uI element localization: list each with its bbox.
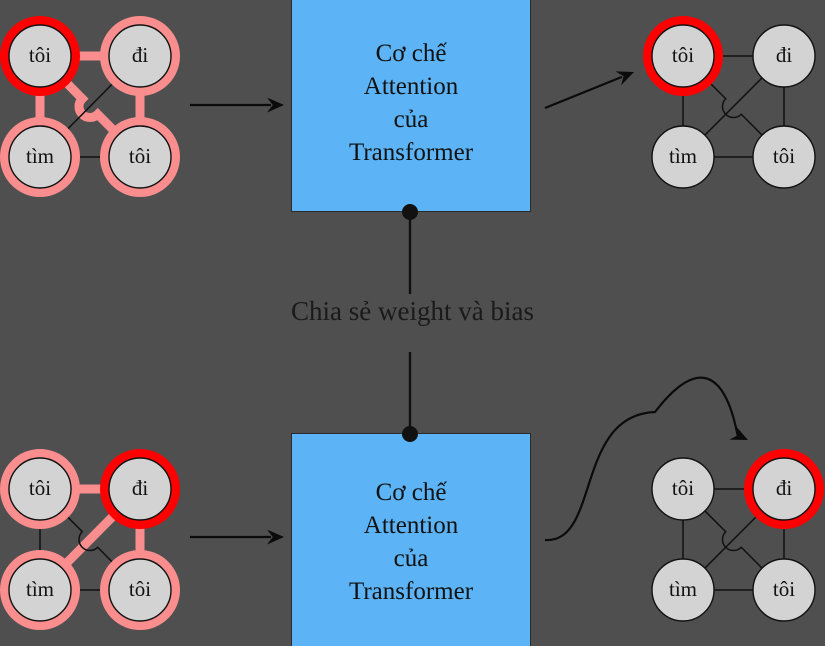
node-output-bottom-bl[interactable]: tìm: [651, 558, 715, 622]
arrow-out-top-path: [544, 75, 623, 110]
arrow-in-top-head: [267, 97, 284, 113]
node-label-output-bottom-bl: tìm: [669, 577, 697, 601]
edge-tr-bl: [703, 76, 764, 137]
node-input-top-tl[interactable]: tôi: [0, 16, 80, 96]
arrow-out-bottom-head: [729, 426, 748, 440]
node-label-input-bottom-bl: tìm: [26, 577, 54, 601]
node-input-bottom-bl[interactable]: tìm: [8, 558, 72, 622]
node-label-input-bottom-tr: đi: [132, 476, 149, 500]
node-circle-input-bottom-tr[interactable]: [108, 457, 172, 521]
node-circle-output-bottom-tl[interactable]: [651, 457, 715, 521]
connector-dot-top: [402, 204, 418, 220]
node-ring-input-top-tr: [100, 16, 180, 96]
node-input-top-bl[interactable]: tìm: [8, 125, 72, 189]
node-label-input-top-bl: tìm: [26, 144, 54, 168]
node-circle-input-top-bl[interactable]: [8, 125, 72, 189]
node-circle-output-top-bl[interactable]: [651, 125, 715, 189]
edge-tr-bl-highlight: [57, 506, 123, 573]
node-ring-input-bottom-bl: [0, 550, 80, 630]
node-highlight-ring-input-top-tl: [0, 16, 80, 96]
node-ring-input-top-bl: [0, 117, 80, 197]
node-highlight-ring-output-bottom-tr: [744, 449, 824, 529]
shared-weights-label: Chia sẻ weight và bias: [291, 296, 534, 326]
node-circle-output-top-br[interactable]: [752, 125, 816, 189]
node-output-top-bl[interactable]: tìm: [651, 125, 715, 189]
node-label-output-bottom-br: tôi: [773, 577, 795, 601]
arrow-in-bottom-head: [267, 529, 284, 545]
node-input-bottom-tl[interactable]: tôi: [8, 457, 72, 521]
arrow-out-top-head: [615, 71, 634, 86]
node-input-bottom-tr[interactable]: đi: [100, 449, 180, 529]
node-label-input-top-br: tôi: [129, 144, 151, 168]
node-circle-input-bottom-br[interactable]: [108, 558, 172, 622]
node-ring-input-bottom-tl: [0, 449, 80, 529]
node-label-input-bottom-br: tôi: [129, 577, 151, 601]
arrow-out-bottom: [544, 376, 748, 542]
graph-output-bottom: tôi đi tìm tôi: [651, 449, 824, 622]
node-circle-input-bottom-tl[interactable]: [8, 457, 72, 521]
node-input-bottom-br[interactable]: tôi: [108, 558, 172, 622]
shared-weights-connector: [402, 204, 418, 442]
node-output-top-br[interactable]: tôi: [752, 125, 816, 189]
node-input-top-tr[interactable]: đi: [108, 24, 172, 88]
edge-tr-bl: [703, 509, 764, 570]
node-ring-input-bottom-br: [100, 550, 180, 630]
node-output-top-tr[interactable]: đi: [752, 24, 816, 88]
node-circle-output-bottom-bl[interactable]: [651, 558, 715, 622]
node-circle-input-top-br[interactable]: [108, 125, 172, 189]
node-label-input-bottom-tl: tôi: [29, 476, 51, 500]
node-label-input-top-tl: tôi: [29, 43, 51, 67]
graph-output-top: tôi đi tìm tôi: [643, 16, 816, 189]
attention-box-bottom: Cơ chế Attention của Transformer: [291, 433, 531, 646]
node-circle-output-bottom-tr[interactable]: [752, 457, 816, 521]
node-label-output-bottom-tl: tôi: [672, 476, 694, 500]
arrow-in-bottom: [190, 529, 284, 545]
node-circle-output-top-tr[interactable]: [752, 24, 816, 88]
edge-tr-bl: [60, 76, 120, 137]
node-input-top-br[interactable]: tôi: [108, 125, 172, 189]
graph-input-top: tôi đi tìm tôi: [0, 16, 180, 197]
graph-input-bottom: tôi đi tìm tôi: [0, 449, 180, 630]
node-highlight-ring-output-top-tl: [643, 16, 723, 96]
node-circle-input-bottom-bl[interactable]: [8, 558, 72, 622]
node-circle-output-top-tl[interactable]: [651, 24, 715, 88]
connector-dot-bottom: [402, 426, 418, 442]
node-highlight-ring-input-bottom-tr: [100, 449, 180, 529]
node-ring-input-top-br: [100, 117, 180, 197]
node-label-output-bottom-tr: đi: [776, 476, 793, 500]
node-circle-input-top-tr[interactable]: [108, 24, 172, 88]
node-circle-output-bottom-br[interactable]: [752, 558, 816, 622]
node-circle-input-top-tl[interactable]: [8, 24, 72, 88]
node-label-output-top-tl: tôi: [672, 43, 694, 67]
arrow-out-top: [544, 71, 634, 110]
edge-tl-br: [60, 509, 120, 570]
node-label-output-top-br: tôi: [773, 144, 795, 168]
node-label-output-top-tr: đi: [776, 43, 793, 67]
attention-box-top: Cơ chế Attention của Transformer: [291, 0, 531, 212]
arrow-in-top: [190, 97, 284, 113]
node-output-top-tl[interactable]: tôi: [643, 16, 723, 96]
node-label-input-top-tr: đi: [132, 43, 149, 67]
node-output-bottom-br[interactable]: tôi: [752, 558, 816, 622]
attention-box-bottom-label: Cơ chế Attention của Transformer: [348, 479, 474, 605]
node-label-output-top-bl: tìm: [669, 144, 697, 168]
node-output-bottom-tl[interactable]: tôi: [651, 457, 715, 521]
node-output-bottom-tr[interactable]: đi: [744, 449, 824, 529]
attention-box-top-label: Cơ chế Attention của Transformer: [348, 40, 474, 166]
arrow-out-bottom-path: [544, 376, 740, 542]
